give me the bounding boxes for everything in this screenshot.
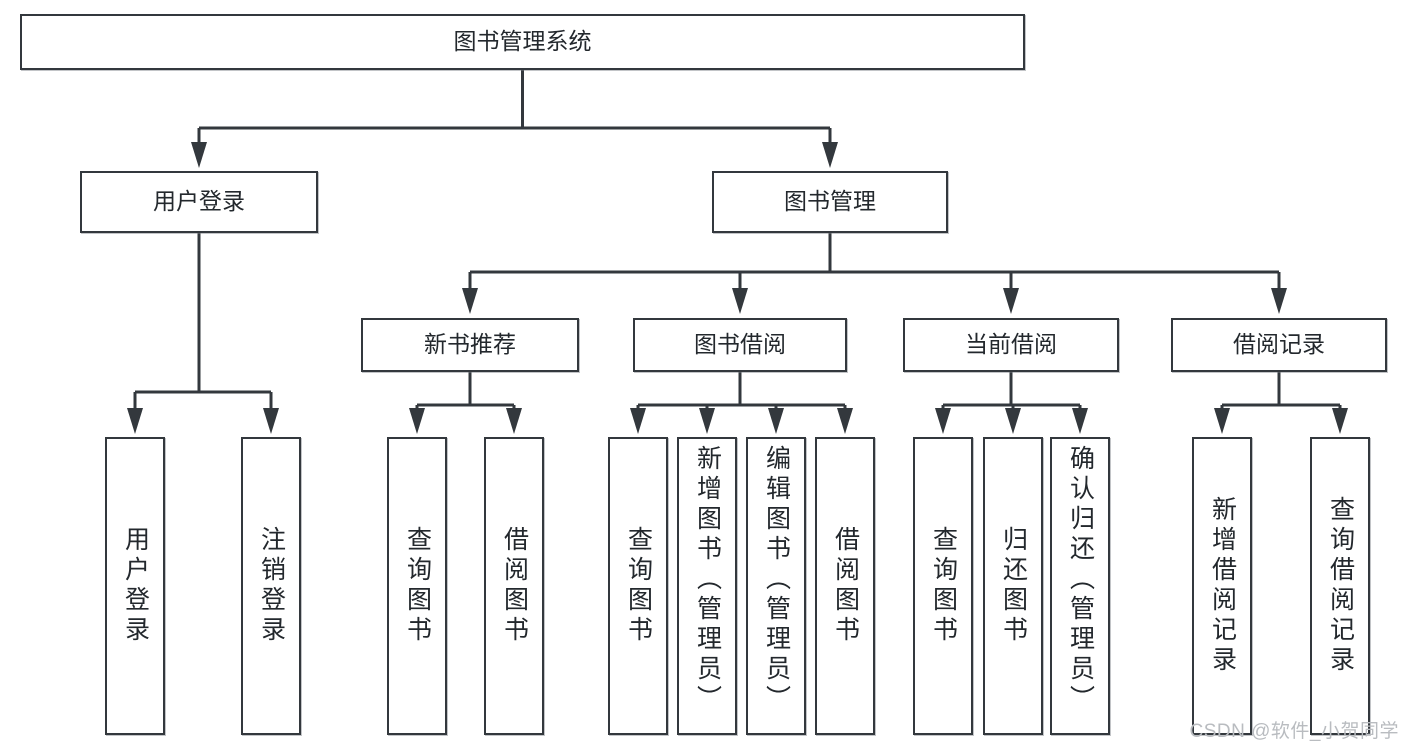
node-borrow-record[interactable]: 借阅记录	[1171, 318, 1387, 372]
node-label: 借阅图书	[500, 526, 529, 646]
node-leaf-query-book-2[interactable]: 查询图书	[608, 437, 668, 735]
node-leaf-confirm-return[interactable]: 确认归还（管理员）	[1050, 437, 1110, 735]
arrowhead-book-borrow	[732, 288, 748, 314]
arrowhead-new-book-rec	[462, 288, 478, 314]
arrowhead-leaf-logout	[263, 408, 279, 434]
arrowhead-leaf-query-book-1	[409, 408, 425, 434]
arrowhead-current-borrow	[1003, 288, 1019, 314]
node-label: 新书推荐	[424, 331, 516, 358]
node-label: 新增借阅记录	[1208, 496, 1237, 676]
node-leaf-query-book-1[interactable]: 查询图书	[387, 437, 447, 735]
node-label: 查询图书	[624, 526, 653, 646]
node-current-borrow[interactable]: 当前借阅	[903, 318, 1119, 372]
node-label: 图书管理系统	[453, 28, 592, 55]
arrowhead-borrow-record	[1271, 288, 1287, 314]
arrowhead-leaf-confirm-return	[1072, 408, 1088, 434]
arrowhead-leaf-query-book-3	[935, 408, 951, 434]
node-leaf-add-book[interactable]: 新增图书（管理员）	[677, 437, 737, 735]
node-book-manage[interactable]: 图书管理	[712, 171, 948, 233]
node-label: 归还图书	[999, 526, 1028, 646]
watermark-text: CSDN @软件_小贺同学	[1189, 721, 1399, 742]
node-label: 新增图书（管理员）	[693, 445, 722, 715]
arrowhead-leaf-add-book	[699, 408, 715, 434]
node-leaf-add-record[interactable]: 新增借阅记录	[1192, 437, 1252, 735]
node-leaf-borrow-book-2[interactable]: 借阅图书	[815, 437, 875, 735]
node-label: 图书管理	[784, 188, 876, 215]
node-label: 用户登录	[153, 188, 245, 215]
arrowhead-leaf-borrow-book-1	[506, 408, 522, 434]
node-label: 当前借阅	[965, 331, 1057, 358]
node-label: 确认归还（管理员）	[1066, 445, 1095, 715]
node-label: 图书借阅	[694, 331, 786, 358]
node-label: 查询图书	[403, 526, 432, 646]
arrowhead-user-login	[191, 142, 207, 168]
arrowhead-leaf-add-record	[1214, 408, 1230, 434]
arrowhead-leaf-edit-book	[768, 408, 784, 434]
node-label: 查询借阅记录	[1326, 496, 1355, 676]
node-label: 编辑图书（管理员）	[762, 445, 791, 715]
node-leaf-user-login[interactable]: 用户登录	[105, 437, 165, 735]
node-book-borrow[interactable]: 图书借阅	[633, 318, 847, 372]
arrowhead-leaf-query-record	[1332, 408, 1348, 434]
node-label: 借阅记录	[1233, 331, 1325, 358]
arrowhead-book-manage	[822, 142, 838, 168]
node-leaf-return-book[interactable]: 归还图书	[983, 437, 1043, 735]
node-label: 查询图书	[929, 526, 958, 646]
node-label: 注销登录	[257, 526, 286, 646]
node-new-book-rec[interactable]: 新书推荐	[361, 318, 579, 372]
node-root[interactable]: 图书管理系统	[20, 14, 1025, 70]
node-leaf-query-book-3[interactable]: 查询图书	[913, 437, 973, 735]
arrowhead-leaf-return-book	[1005, 408, 1021, 434]
node-leaf-borrow-book-1[interactable]: 借阅图书	[484, 437, 544, 735]
node-label: 借阅图书	[831, 526, 860, 646]
arrowhead-leaf-query-book-2	[630, 408, 646, 434]
arrowhead-leaf-user-login	[127, 408, 143, 434]
node-label: 用户登录	[121, 526, 150, 646]
node-leaf-edit-book[interactable]: 编辑图书（管理员）	[746, 437, 806, 735]
node-user-login[interactable]: 用户登录	[80, 171, 318, 233]
node-leaf-query-record[interactable]: 查询借阅记录	[1310, 437, 1370, 735]
node-leaf-logout[interactable]: 注销登录	[241, 437, 301, 735]
arrowhead-leaf-borrow-book-2	[837, 408, 853, 434]
